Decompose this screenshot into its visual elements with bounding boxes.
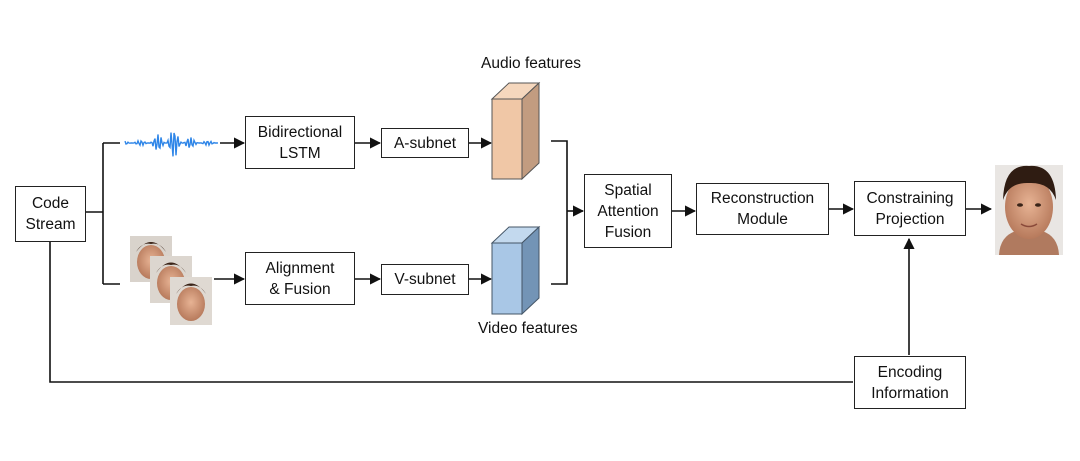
reconstruction-module-box: Reconstruction Module bbox=[696, 183, 829, 235]
v-subnet-box: V-subnet bbox=[381, 264, 469, 295]
merge-bracket bbox=[551, 140, 568, 285]
a-subnet-box: A-subnet bbox=[381, 128, 469, 158]
code-stream-box: Code Stream bbox=[15, 186, 86, 242]
video-features-label: Video features bbox=[478, 320, 578, 337]
face-frames-icon bbox=[130, 236, 212, 325]
audio-features-label: Audio features bbox=[481, 55, 581, 72]
codestream-to-encoding-line bbox=[49, 242, 853, 383]
face-frame-3 bbox=[170, 277, 212, 325]
video-features-block bbox=[490, 225, 541, 316]
audio-features-block bbox=[490, 81, 541, 181]
flow-arrows bbox=[49, 137, 993, 383]
bidirectional-lstm-box: Bidirectional LSTM bbox=[245, 116, 355, 169]
input-split-connector bbox=[86, 142, 120, 285]
encoding-information-box: Encoding Information bbox=[854, 356, 966, 409]
reconstructed-face-icon bbox=[995, 165, 1063, 255]
constraining-projection-box: Constraining Projection bbox=[854, 181, 966, 236]
alignment-fusion-box: Alignment & Fusion bbox=[245, 252, 355, 305]
spatial-attention-fusion-box: Spatial Attention Fusion bbox=[584, 174, 672, 248]
audio-waveform-icon bbox=[124, 132, 219, 157]
